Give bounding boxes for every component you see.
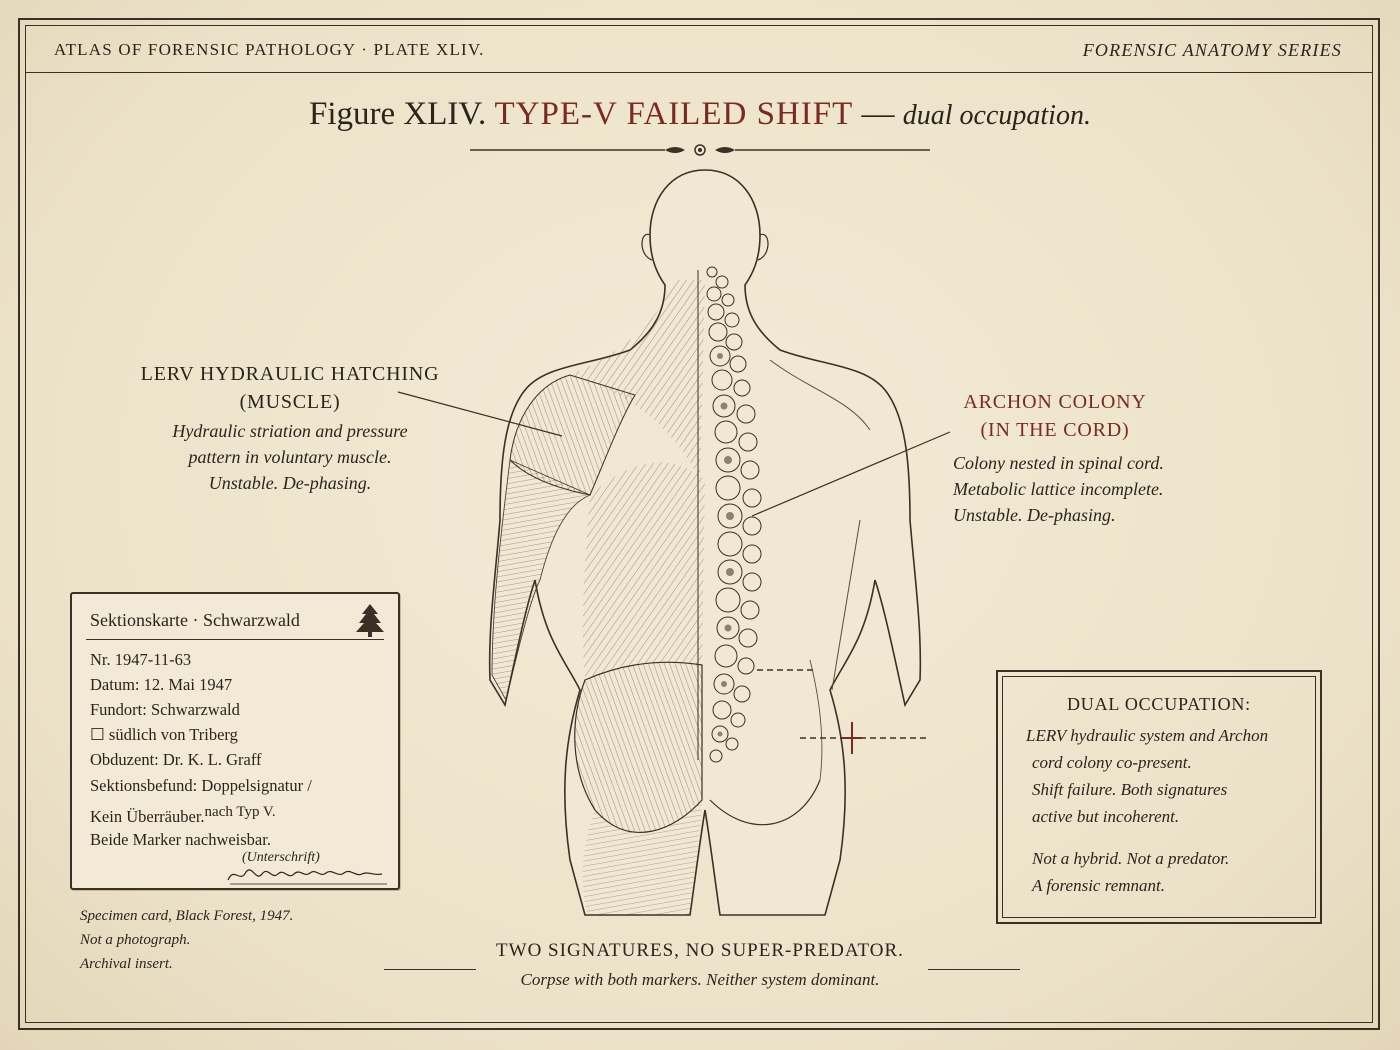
- specimen-card: Sektionskarte · Schwarzwald Nr. 1947-11-…: [70, 592, 400, 890]
- card-caption-line: Specimen card, Black Forest, 1947.: [80, 908, 294, 924]
- archon-label-heading-1: ARCHON COLONY: [963, 391, 1147, 413]
- plate-outer-frame: [18, 18, 1380, 1030]
- dual-line: A forensic remnant.: [1032, 876, 1165, 895]
- header-rule: [25, 72, 1373, 73]
- plate-header-left: ATLAS OF FORENSIC PATHOLOGY · PLATE XLIV…: [54, 40, 485, 59]
- card-caption-line: Archival insert.: [80, 956, 173, 972]
- dual-line: active but incoherent.: [1032, 807, 1180, 826]
- left-gluteus: [574, 661, 703, 833]
- card-line-location: Fundort: Schwarzwald: [90, 700, 240, 719]
- bottom-rule-right: [928, 969, 1020, 970]
- card-caption: Specimen card, Black Forest, 1947. Not a…: [80, 904, 293, 976]
- lerv-label-body: Hydraulic striation and pressure pattern…: [140, 418, 440, 496]
- dual-line: Shift failure. Both signatures: [1032, 780, 1228, 799]
- dual-occupation-box: DUAL OCCUPATION: LERV hydraulic system a…: [996, 670, 1322, 924]
- archon-label-line: Colony nested in spinal cord.: [953, 453, 1164, 473]
- archon-label-line: Metabolic lattice incomplete.: [953, 479, 1164, 499]
- spinal-colony-cores: [717, 353, 734, 737]
- bottom-rule-left: [384, 969, 476, 970]
- archon-label-line: Unstable. De-phasing.: [953, 505, 1116, 525]
- signature-scribble: [227, 869, 387, 885]
- figure-title-highlight: TYPE-V FAILED SHIFT: [494, 96, 854, 132]
- card-line-finding-2-main: Kein Überräuber.: [90, 807, 205, 826]
- left-thigh: [582, 800, 702, 915]
- lerv-label-line: pattern in voluntary muscle.: [188, 447, 392, 467]
- card-line-examiner: Obduzent: Dr. K. L. Graff: [90, 750, 262, 769]
- card-line-finding-2-sup: nach Typ V.: [204, 804, 276, 820]
- figure-title-suffix: dual occupation.: [902, 100, 1091, 131]
- lerv-label-heading-1: LERV HYDRAULIC HATCHING: [140, 363, 440, 385]
- plate-header-right: FORENSIC ANATOMY SERIES: [1082, 40, 1342, 60]
- lerv-label-line: Unstable. De-phasing.: [208, 473, 372, 493]
- archon-label-body: Colony nested in spinal cord. Metabolic …: [953, 450, 1164, 528]
- spinal-colony: [697, 266, 762, 763]
- bottom-heading: TWO SIGNATURES, NO SUPER-PREDATOR.: [496, 940, 904, 961]
- card-line-markers: Beide Marker nachweisbar.: [90, 830, 271, 849]
- left-trapezius: [570, 280, 705, 480]
- dual-occupation-title: DUAL OCCUPATION:: [1067, 694, 1251, 714]
- card-signature-label: (Unterschrift): [242, 850, 320, 865]
- pine-tree-icon: [356, 604, 384, 637]
- dual-line: Not a hybrid. Not a predator.: [1032, 849, 1230, 868]
- card-rule: [86, 639, 384, 640]
- left-latissimus: [582, 462, 705, 680]
- archon-label-heading: ARCHON COLONY (IN THE CORD): [940, 388, 1170, 444]
- lerv-label-heading: LERV HYDRAULIC HATCHING (MUSCLE): [140, 360, 440, 416]
- dual-line: LERV hydraulic system and Archon: [1026, 726, 1269, 745]
- bottom-subheading: Corpse with both markers. Neither system…: [520, 970, 880, 989]
- card-caption-line: Not a photograph.: [80, 932, 191, 948]
- card-line-finding-2: Kein Überräuber.nach Typ V.: [90, 804, 276, 827]
- figure-title-dash: —: [861, 96, 895, 132]
- left-arm: [491, 459, 592, 702]
- archon-label-heading-2: (IN THE CORD): [980, 419, 1130, 441]
- dual-occupation-inner-frame: [1002, 676, 1316, 918]
- title-ornament: [470, 144, 930, 156]
- figure-title-prefix: Figure XLIV.: [309, 96, 487, 132]
- card-line-finding: Sektionsbefund: Doppelsignatur /: [90, 776, 312, 795]
- lerv-label-line: Hydraulic striation and pressure: [172, 421, 408, 441]
- dual-line: cord colony co-present.: [1032, 753, 1192, 772]
- anatomical-figure: [488, 169, 930, 916]
- card-line-sublocation: ☐ südlich von Triberg: [90, 725, 238, 744]
- lerv-label-heading-2: (MUSCLE): [239, 391, 341, 413]
- figure-title: Figure XLIV. TYPE-V FAILED SHIFT — dual …: [0, 96, 1400, 133]
- card-title: Sektionskarte · Schwarzwald: [90, 610, 300, 630]
- card-line-date: Datum: 12. Mai 1947: [90, 675, 233, 694]
- card-line-number: Nr. 1947-11-63: [90, 650, 192, 669]
- plate-inner-frame: [25, 25, 1373, 1023]
